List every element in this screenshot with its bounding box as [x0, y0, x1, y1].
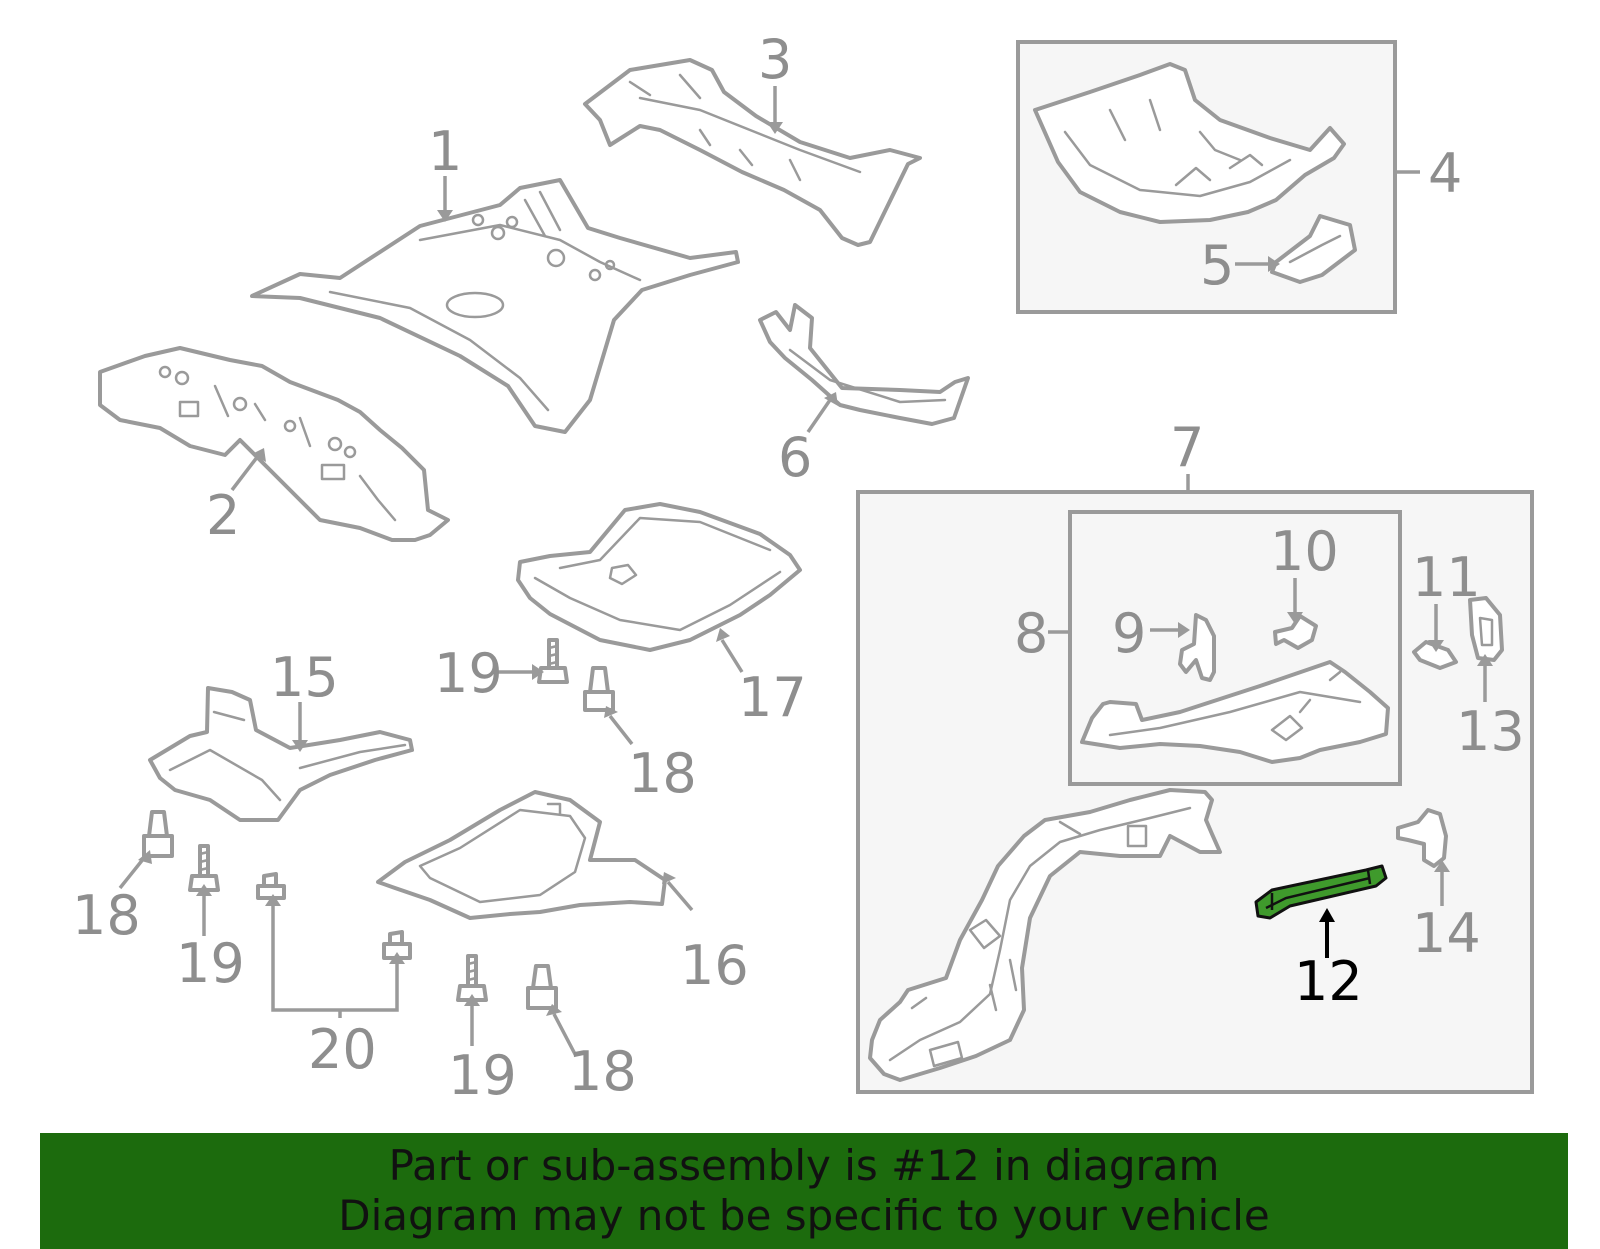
fastener-bolt-19-left[interactable]	[188, 844, 220, 892]
fastener-nut-20-left[interactable]	[256, 872, 286, 900]
callout-12: 12	[1294, 950, 1363, 1013]
part-4-spare-tire-tub[interactable]	[1033, 62, 1346, 224]
part-9-bracket[interactable]	[1178, 613, 1216, 682]
callout-15: 15	[270, 646, 339, 709]
part-17-storage-tray[interactable]	[516, 502, 802, 652]
part-16-floor-cover[interactable]	[376, 790, 667, 920]
part-5-bracket[interactable]	[1270, 214, 1357, 284]
banner-line-1: Part or sub-assembly is #12 in diagram	[388, 1141, 1220, 1190]
part-13-bracket[interactable]	[1468, 596, 1504, 662]
part-3-crossmember[interactable]	[583, 58, 922, 247]
part-11-clip[interactable]	[1412, 640, 1458, 670]
callout-18-bottom: 18	[568, 1040, 637, 1103]
callout-4: 4	[1428, 142, 1462, 205]
part-14-bracket[interactable]	[1396, 808, 1448, 868]
callout-5: 5	[1200, 234, 1234, 297]
callout-7: 7	[1170, 416, 1204, 479]
part-12-highlighted[interactable]	[1254, 864, 1388, 920]
callout-2: 2	[206, 484, 240, 547]
callout-16: 16	[680, 934, 749, 997]
callout-3: 3	[758, 28, 792, 91]
part-10-bracket[interactable]	[1273, 614, 1318, 650]
info-banner: Part or sub-assembly is #12 in diagram D…	[40, 1133, 1568, 1249]
part-8-inner-panel[interactable]	[1080, 660, 1390, 764]
callout-10: 10	[1270, 520, 1339, 583]
callout-19-top: 19	[434, 642, 503, 705]
callout-20: 20	[308, 1018, 377, 1081]
part-2-rear-panel[interactable]	[98, 346, 450, 542]
callout-14: 14	[1412, 902, 1481, 965]
fastener-clip-18-left[interactable]	[142, 810, 174, 858]
fastener-clip-18-top[interactable]	[583, 666, 615, 712]
part-1-rear-floor-pan[interactable]	[250, 178, 740, 434]
callout-17: 17	[738, 666, 807, 729]
callout-9: 9	[1112, 602, 1146, 665]
callout-1: 1	[428, 120, 462, 183]
callout-6: 6	[778, 426, 812, 489]
part-7-wheelhouse-assembly[interactable]	[868, 788, 1222, 1082]
callout-18-top: 18	[628, 742, 697, 805]
callout-18-left: 18	[72, 884, 141, 947]
callout-19-bottom: 19	[448, 1044, 517, 1107]
fastener-clip-18-bottom[interactable]	[526, 964, 558, 1010]
callout-8: 8	[1014, 602, 1048, 665]
part-15-bracket[interactable]	[148, 686, 414, 822]
callout-11: 11	[1412, 546, 1481, 609]
fastener-bolt-19-top[interactable]	[537, 638, 569, 684]
leader-lines	[118, 86, 1487, 1057]
part-6-support-bar[interactable]	[758, 303, 970, 426]
fastener-nut-20-right[interactable]	[382, 930, 412, 960]
fastener-bolt-19-bottom[interactable]	[456, 954, 488, 1002]
callout-13: 13	[1456, 700, 1525, 763]
banner-line-2: Diagram may not be specific to your vehi…	[338, 1191, 1270, 1240]
callout-19-left: 19	[176, 932, 245, 995]
arrowheads	[138, 122, 1493, 1016]
callout-labels: 1 2 3 4 5 6 7 8 9 10 11 12 13 14 15 16 1…	[72, 28, 1525, 1107]
arrowhead-12	[1319, 908, 1335, 922]
